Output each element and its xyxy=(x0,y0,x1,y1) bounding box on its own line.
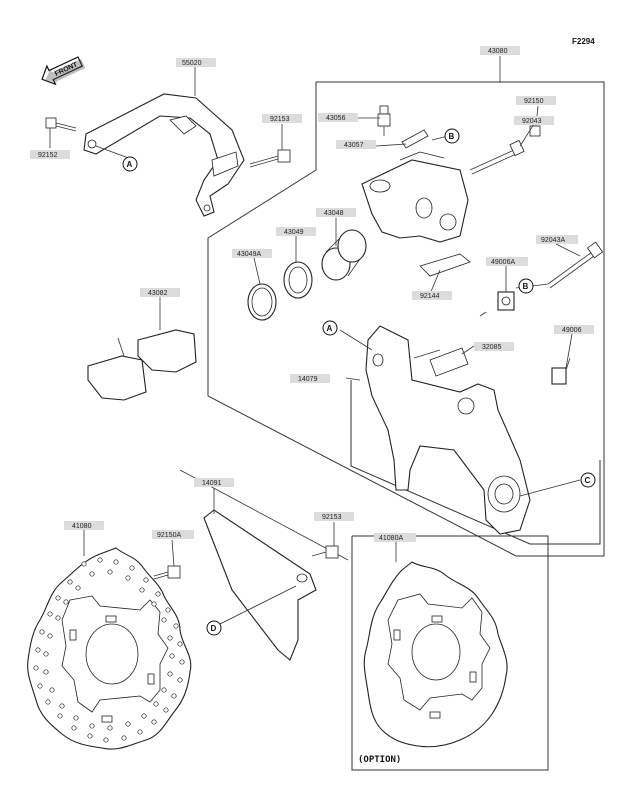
svg-text:32085: 32085 xyxy=(482,344,502,351)
tag-92150: 92150 xyxy=(516,96,556,105)
svg-text:41080A: 41080A xyxy=(379,535,403,542)
svg-text:B: B xyxy=(449,132,455,141)
caliper-group-frame xyxy=(207,81,605,557)
svg-text:55020: 55020 xyxy=(182,60,202,67)
pin-92043 xyxy=(469,139,525,175)
svg-text:43049: 43049 xyxy=(284,229,304,236)
tag-43056: 43056 xyxy=(318,113,358,122)
svg-text:C: C xyxy=(585,476,591,485)
svg-text:43082: 43082 xyxy=(148,290,168,297)
svg-text:92150A: 92150A xyxy=(157,532,181,539)
tag-41080: 41080 xyxy=(64,521,104,530)
tag-43080: 43080 xyxy=(480,46,520,55)
svg-text:14091: 14091 xyxy=(202,480,222,487)
tag-41080a: 41080A xyxy=(374,533,416,542)
svg-text:41080: 41080 xyxy=(72,523,92,530)
svg-text:D: D xyxy=(211,624,217,633)
tag-92043: 92043 xyxy=(514,116,554,125)
seal-43049 xyxy=(283,261,313,299)
svg-text:A: A xyxy=(127,160,133,169)
seal-43049a xyxy=(247,283,277,321)
tag-43048: 43048 xyxy=(316,208,356,217)
tag-43049: 43049 xyxy=(276,227,316,236)
svg-text:49006: 49006 xyxy=(562,327,582,334)
callout-a-guard: A xyxy=(122,156,138,172)
svg-text:43049A: 43049A xyxy=(237,251,261,258)
svg-text:43048: 43048 xyxy=(324,210,344,217)
svg-text:92153: 92153 xyxy=(270,116,290,123)
boot-49006a xyxy=(497,291,515,311)
leader-lines xyxy=(49,56,581,627)
tag-92150a: 92150A xyxy=(152,530,194,539)
tag-32085: 32085 xyxy=(474,342,514,351)
bracket-group-frame xyxy=(350,380,601,545)
tag-14091: 14091 xyxy=(194,478,234,487)
svg-text:43057: 43057 xyxy=(344,142,364,149)
svg-text:14079: 14079 xyxy=(298,376,318,383)
tag-49006a: 49006A xyxy=(486,257,528,266)
svg-text:A: A xyxy=(327,324,333,333)
spring-32085 xyxy=(429,347,469,377)
option-frame xyxy=(351,535,549,771)
pin-92043a xyxy=(547,241,604,289)
callout-b-caliper: B xyxy=(444,128,460,144)
option-label: (OPTION) xyxy=(358,755,401,765)
spring-92144 xyxy=(419,253,471,277)
svg-text:43056: 43056 xyxy=(326,115,346,122)
svg-text:49006A: 49006A xyxy=(491,259,515,266)
callout-d-guard: D xyxy=(206,620,222,636)
bolt-92153-upper xyxy=(249,149,291,168)
svg-text:92043: 92043 xyxy=(522,118,542,125)
boot-49006 xyxy=(551,357,571,385)
bolt-92152 xyxy=(45,117,77,132)
front-arrow-icon: FRONT xyxy=(41,56,86,86)
piston-43048 xyxy=(321,229,367,281)
tag-92144: 92144 xyxy=(412,291,452,300)
bolt-92150a xyxy=(153,565,181,580)
tag-92152: 92152 xyxy=(30,150,70,159)
svg-text:92043A: 92043A xyxy=(541,237,565,244)
svg-text:92152: 92152 xyxy=(38,152,58,159)
tag-92043a: 92043A xyxy=(536,235,578,244)
bleed-valve-43056 xyxy=(377,105,391,136)
svg-text:92150: 92150 xyxy=(524,98,544,105)
disc-41080 xyxy=(27,547,192,750)
tag-43049a: 43049A xyxy=(232,249,272,258)
callout-a-bracket: A xyxy=(322,320,338,336)
disc-guard-14091 xyxy=(203,509,317,661)
figure-code: F2294 xyxy=(572,37,595,46)
brake-guard-55020 xyxy=(83,93,245,217)
svg-text:B: B xyxy=(523,282,529,291)
tag-92153-upper: 92153 xyxy=(262,114,302,123)
svg-text:43080: 43080 xyxy=(488,48,508,55)
tag-43057: 43057 xyxy=(336,140,376,149)
callout-b-pin: B xyxy=(518,278,534,294)
tag-43082: 43082 xyxy=(140,288,180,297)
callout-c-bracket: C xyxy=(580,472,596,488)
caliper-bracket-14079 xyxy=(365,325,531,535)
disc-41080a xyxy=(363,561,508,748)
svg-text:92144: 92144 xyxy=(420,293,440,300)
tag-55020: 55020 xyxy=(176,58,216,67)
caliper-body xyxy=(361,151,469,243)
tag-92153-lower: 92153 xyxy=(314,512,354,521)
bolt-92153-lower xyxy=(311,545,339,559)
tag-49006: 49006 xyxy=(554,325,594,334)
cap-43057 xyxy=(401,129,429,149)
brake-pads-43082 xyxy=(87,329,197,401)
svg-text:92153: 92153 xyxy=(322,514,342,521)
tag-14079: 14079 xyxy=(290,374,330,383)
